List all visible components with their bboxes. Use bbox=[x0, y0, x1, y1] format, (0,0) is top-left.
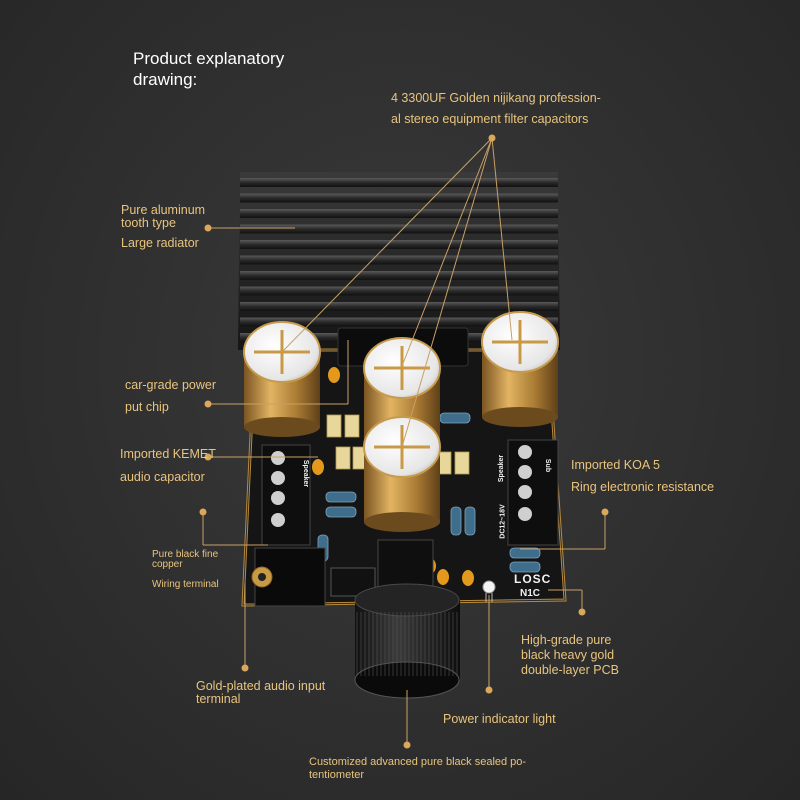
kemet-capacitors bbox=[326, 414, 470, 475]
radiator-label-2: tooth type bbox=[121, 216, 176, 230]
speaker-terminal-left bbox=[261, 444, 311, 546]
speaker-terminal-right bbox=[507, 439, 559, 546]
callout-lines bbox=[202, 137, 606, 745]
wiring-label: Wiring terminal bbox=[152, 579, 219, 590]
heatsink-fin bbox=[240, 255, 558, 265]
sub-silkscreen: Sub bbox=[544, 458, 552, 473]
heatsink-fin bbox=[240, 302, 558, 311]
copper-label-2: copper bbox=[152, 559, 183, 570]
speaker-silkscreen-left: Speaker bbox=[302, 459, 310, 488]
filter-capacitor bbox=[243, 321, 321, 437]
heatsink-fin bbox=[240, 286, 558, 296]
heatsink-fin bbox=[240, 209, 558, 218]
audio-input-jack bbox=[251, 547, 326, 607]
callout-dots bbox=[199, 134, 609, 749]
heatsink-fin bbox=[240, 240, 558, 249]
filter-capacitor bbox=[363, 416, 441, 532]
capacitors-label-2: al stereo equipment filter capacitors bbox=[391, 112, 589, 126]
audio-in-label-1: Gold-plated audio input bbox=[196, 679, 326, 693]
audio-in-label-2: terminal bbox=[196, 692, 241, 706]
potentiometer bbox=[354, 539, 460, 699]
pcb-label-1: High-grade pure bbox=[521, 633, 612, 647]
board-logo: LOSC bbox=[514, 572, 552, 586]
power-light-label: Power indicator light bbox=[443, 712, 556, 726]
filter-capacitors bbox=[243, 311, 559, 532]
radiator-label-1: Pure aluminum bbox=[121, 203, 206, 217]
board-model: N1C bbox=[520, 588, 541, 599]
kemet-label-2: audio capacitor bbox=[120, 470, 205, 484]
capacitors-label-1: 4 3300UF Golden nijikang profession- bbox=[391, 91, 601, 105]
koa-label-2: Ring electronic resistance bbox=[571, 480, 715, 494]
dc-silkscreen: DC12~18V bbox=[499, 504, 507, 539]
speaker-silkscreen-right: Speaker bbox=[498, 454, 506, 483]
pot-label-1: Customized advanced pure black sealed po… bbox=[309, 756, 527, 768]
pcb-label-2: black heavy gold bbox=[521, 648, 615, 662]
chip-label-1: car-grade power bbox=[125, 378, 217, 392]
copper-label-1: Pure black fine bbox=[152, 549, 219, 560]
pcb-label-3: double-layer PCB bbox=[521, 663, 619, 677]
power-led bbox=[482, 580, 496, 602]
heatsink-fin bbox=[240, 178, 558, 187]
heatsink-fin bbox=[240, 317, 558, 327]
radiator-label-3: Large radiator bbox=[121, 236, 199, 250]
pot-label-2: tentiometer bbox=[309, 769, 365, 781]
heatsink-fin bbox=[240, 271, 558, 280]
koa-label-1: Imported KOA 5 bbox=[571, 458, 660, 472]
heatsink-fin bbox=[240, 224, 558, 234]
chip-label-2: put chip bbox=[125, 400, 169, 414]
resistors bbox=[317, 412, 541, 573]
figure-title: Product explanatory drawing: bbox=[133, 49, 285, 90]
heatsink-fin bbox=[240, 193, 558, 203]
filter-capacitor bbox=[481, 311, 559, 427]
kemet-label-1: Imported KEMET bbox=[120, 447, 216, 461]
